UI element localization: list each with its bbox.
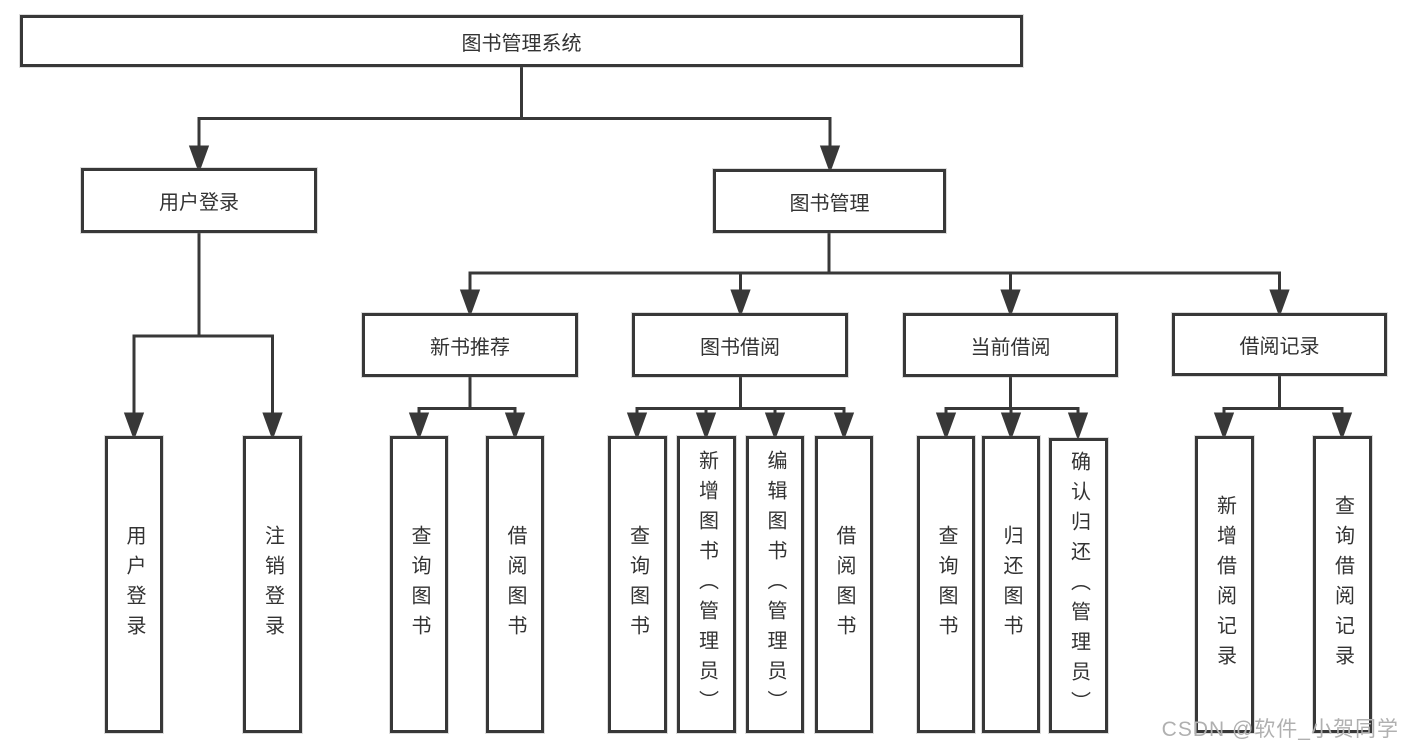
connector-bookborrowing-to-leaves	[626, 377, 855, 441]
leaf-user-login-label: 用户登录	[123, 524, 145, 645]
arrowhead-down-icon	[1067, 412, 1089, 441]
leaf-bb-query-books-label: 查询图书	[626, 524, 649, 645]
connector-root-to-level2	[188, 67, 841, 174]
leaf-logout-label: 注销登录	[261, 524, 284, 645]
leaf-bb-borrow-books-label: 借阅图书	[833, 524, 855, 645]
leaf-logout: 注销登录	[243, 436, 302, 733]
connector-borrowrecords-to-leaves	[1213, 376, 1353, 441]
leaf-br-query-record: 查询借阅记录	[1313, 436, 1372, 733]
arrowhead-down-icon	[1000, 289, 1021, 318]
leaf-br-query-record-label: 查询借阅记录	[1331, 494, 1354, 675]
leaf-cb-return-books: 归还图书	[982, 436, 1040, 733]
arrowhead-down-icon	[730, 289, 751, 318]
watermark: CSDN @软件_小贺同学	[1161, 718, 1399, 741]
leaf-nbr-query-books: 查询图书	[390, 436, 448, 733]
arrowhead-down-icon	[504, 412, 526, 441]
arrowhead-down-icon	[459, 289, 481, 318]
arrowhead-down-icon	[935, 412, 957, 441]
arrowhead-down-icon	[764, 412, 786, 441]
node-new-book-recommend-label: 新书推荐	[430, 336, 510, 359]
node-book-borrowing-label: 图书借阅	[700, 336, 780, 359]
arrowhead-down-icon	[123, 412, 145, 441]
leaf-bb-edit-books-label: 编辑图书（管理员）	[764, 449, 786, 720]
leaf-cb-confirm-return: 确认归还（管理员）	[1049, 438, 1108, 733]
node-current-borrowing: 当前借阅	[903, 313, 1118, 377]
node-book-management: 图书管理	[713, 169, 946, 233]
arrowhead-down-icon	[1269, 289, 1290, 318]
leaf-cb-query-books-label: 查询图书	[935, 524, 957, 645]
leaf-bb-add-books: 新增图书（管理员）	[677, 436, 736, 733]
node-root: 图书管理系统	[20, 15, 1023, 67]
arrowhead-down-icon	[626, 412, 648, 441]
leaf-bb-borrow-books: 借阅图书	[815, 436, 873, 733]
arrowhead-down-icon	[188, 145, 210, 174]
connector-currentborrowing-to-leaves	[935, 377, 1089, 441]
leaf-nbr-query-books-label: 查询图书	[408, 524, 430, 645]
node-borrowing-records: 借阅记录	[1172, 313, 1387, 376]
leaf-br-add-record: 新增借阅记录	[1195, 436, 1254, 733]
connector-userlogin-to-leaves	[123, 232, 283, 441]
leaf-nbr-borrow-books-label: 借阅图书	[504, 524, 526, 645]
arrowhead-down-icon	[1331, 412, 1353, 441]
arrowhead-down-icon	[1213, 412, 1235, 441]
leaf-cb-return-books-label: 归还图书	[1000, 524, 1022, 645]
arrowhead-down-icon	[262, 412, 283, 441]
leaf-nbr-borrow-books: 借阅图书	[486, 436, 544, 733]
node-user-login: 用户登录	[81, 168, 317, 233]
leaf-bb-query-books: 查询图书	[608, 436, 667, 733]
leaf-cb-query-books: 查询图书	[917, 436, 975, 733]
node-book-management-label: 图书管理	[789, 192, 870, 215]
node-user-login-label: 用户登录	[159, 192, 239, 214]
arrowhead-down-icon	[819, 145, 841, 174]
leaf-bb-edit-books: 编辑图书（管理员）	[746, 436, 804, 733]
arrowhead-down-icon	[833, 412, 855, 441]
node-root-label: 图书管理系统	[461, 32, 582, 55]
node-current-borrowing-label: 当前借阅	[970, 336, 1051, 359]
node-borrowing-records-label: 借阅记录	[1239, 336, 1320, 358]
leaf-br-add-record-label: 新增借阅记录	[1213, 494, 1236, 675]
node-book-borrowing: 图书借阅	[632, 313, 848, 377]
leaf-bb-add-books-label: 新增图书（管理员）	[695, 449, 718, 720]
arrowhead-down-icon	[1000, 412, 1022, 441]
leaf-user-login: 用户登录	[105, 436, 163, 733]
arrowhead-down-icon	[408, 412, 430, 441]
node-new-book-recommend: 新书推荐	[362, 313, 578, 377]
leaf-cb-confirm-return-label: 确认归还（管理员）	[1067, 450, 1090, 721]
connector-newbookrec-to-leaves	[408, 377, 526, 441]
connector-bookmgmt-to-level3	[459, 233, 1290, 318]
arrowhead-down-icon	[695, 412, 717, 441]
